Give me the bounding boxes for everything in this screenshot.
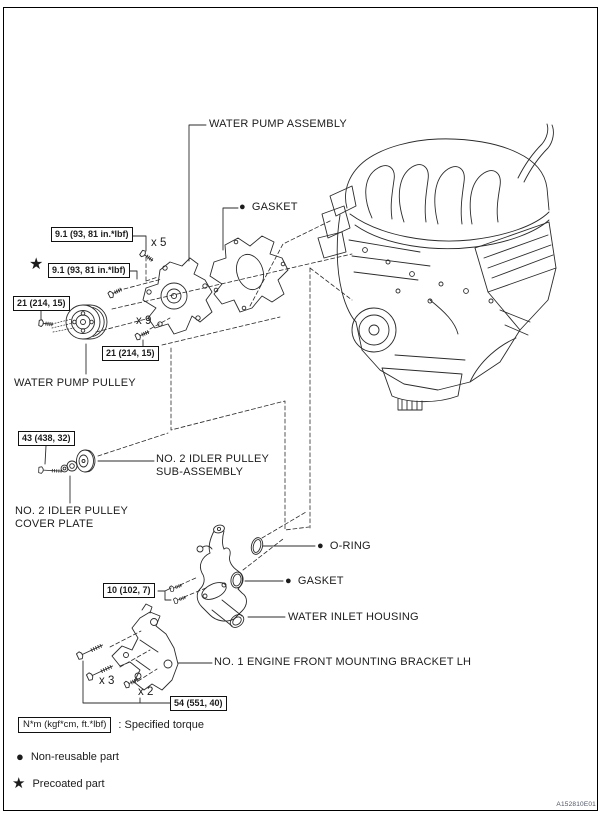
water-inlet-housing-label: WATER INLET HOUSING — [288, 611, 419, 623]
legend-specified-torque: N*m (kgf*cm, ft.*lbf) : Specified torque — [18, 717, 204, 733]
engine-illustration — [317, 123, 557, 411]
legend-non-reusable: ● Non-reusable part — [16, 749, 119, 764]
housing-gasket-drawing — [230, 571, 244, 589]
mounting-bracket-label: NO. 1 ENGINE FRONT MOUNTING BRACKET LH — [214, 656, 472, 668]
multiplier-x3: x 3 — [99, 675, 115, 687]
o-ring-drawing — [250, 537, 264, 555]
torque-box-43-idler: 43 (438, 32) — [18, 431, 75, 446]
multiplier-x5: x 5 — [151, 237, 167, 249]
idler-sub-line1: NO. 2 IDLER PULLEY — [156, 453, 270, 465]
precoated-star-icon: ★ — [12, 775, 26, 792]
pulley-alignment-dotted-lines — [51, 318, 75, 333]
idler-cover-line1: NO. 2 IDLER PULLEY — [15, 505, 129, 517]
water-pump-drawing — [142, 257, 213, 335]
torque-box-91-precoated: 9.1 (93, 81 in.*lbf) — [48, 263, 130, 278]
gasket-upper-text: GASKET — [251, 201, 298, 213]
multiplier-x9: x 9 — [136, 315, 152, 327]
gasket-lower-text: GASKET — [297, 575, 344, 587]
legend-precoated: ★ Precoated part — [12, 775, 105, 792]
legend-torque-unit-box: N*m (kgf*cm, ft.*lbf) — [18, 717, 112, 733]
idler-pulley-cover-plate-label: NO. 2 IDLER PULLEY COVER PLATE — [15, 505, 128, 530]
figure-code: A152810E01 — [556, 801, 596, 808]
gasket-upper-label: ● GASKET — [239, 201, 298, 214]
idler-cover-line2: COVER PLATE — [15, 517, 94, 530]
precoated-star-icon: ★ — [29, 256, 44, 273]
torque-box-21-pump: 21 (214, 15) — [102, 346, 159, 361]
o-ring-text: O-RING — [329, 540, 371, 552]
torque-box-21-pulley: 21 (214, 15) — [13, 296, 70, 311]
legend-precoated-text: Precoated part — [32, 778, 105, 790]
idler-sub-line2: SUB-ASSEMBLY — [156, 465, 244, 478]
page-border — [3, 7, 598, 811]
legend-non-reusable-text: Non-reusable part — [30, 751, 119, 763]
legend-torque-desc: : Specified torque — [118, 719, 205, 731]
non-reusable-bullet-icon: ● — [317, 540, 324, 553]
o-ring-label: ● O-RING — [317, 540, 371, 553]
non-reusable-bullet-icon: ● — [239, 201, 246, 214]
non-reusable-bullet-icon: ● — [285, 575, 292, 588]
water-pump-pulley-drawing — [65, 304, 108, 340]
water-pump-pulley-label: WATER PUMP PULLEY — [14, 377, 136, 389]
water-inlet-housing-drawing — [196, 524, 247, 628]
water-pump-assembly-label: WATER PUMP ASSEMBLY — [209, 118, 347, 130]
leader-lines — [40, 124, 316, 704]
torque-box-91-plain: 9.1 (93, 81 in.*lbf) — [51, 227, 133, 242]
idler-pulley-sub-assembly-label: NO. 2 IDLER PULLEY SUB-ASSEMBLY — [156, 453, 269, 478]
gasket-lower-label: ● GASKET — [285, 575, 344, 588]
torque-box-10-housing: 10 (102, 7) — [103, 583, 155, 598]
non-reusable-bullet-icon: ● — [16, 749, 24, 764]
multiplier-x2: x 2 — [138, 686, 154, 698]
mounting-bracket-drawing — [111, 603, 179, 691]
torque-box-54-bracket: 54 (551, 40) — [170, 696, 227, 711]
water-pump-gasket-drawing — [209, 235, 289, 313]
idler-pulley-drawing — [60, 449, 96, 473]
